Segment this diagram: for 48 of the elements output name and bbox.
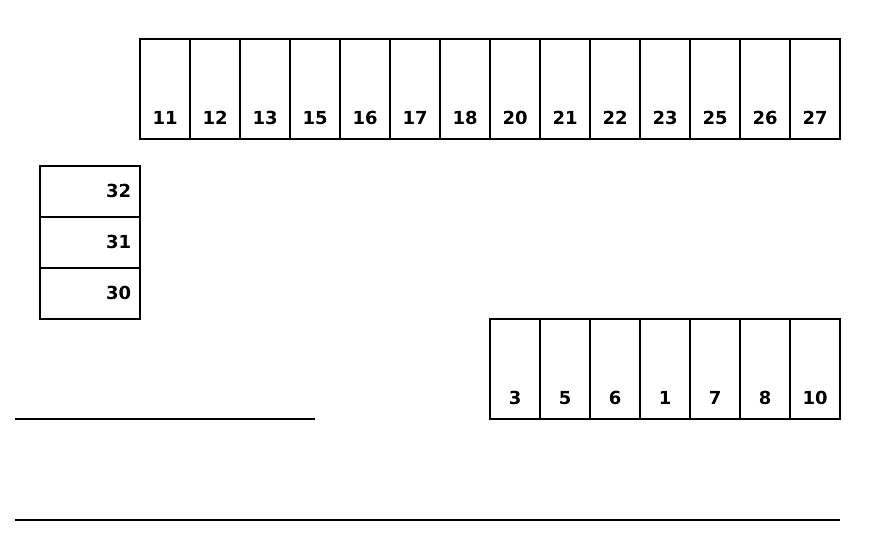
space-number: 23: [652, 110, 678, 128]
parking-space: [789, 318, 841, 420]
parking-space: [39, 165, 141, 218]
space-number: 12: [202, 110, 228, 128]
space-number: 10: [802, 390, 828, 408]
parking-space: [439, 38, 491, 140]
space-number: 21: [552, 110, 578, 128]
parking-space: [489, 318, 541, 420]
parking-space: [589, 38, 641, 140]
space-number: 13: [252, 110, 278, 128]
parking-space: [539, 38, 591, 140]
space-number: 1: [658, 390, 672, 408]
parking-space: [639, 38, 691, 140]
space-number: 25: [702, 110, 728, 128]
parking-space: [689, 318, 741, 420]
space-number: 15: [302, 110, 328, 128]
parking-space: [489, 38, 541, 140]
parking-space: [789, 38, 841, 140]
space-number: 8: [758, 390, 772, 408]
space-number: 32: [106, 182, 131, 200]
space-number: 11: [152, 110, 178, 128]
parking-space: [39, 216, 141, 269]
space-number: 31: [106, 234, 131, 252]
parking-space: [689, 38, 741, 140]
space-number: 30: [106, 284, 131, 302]
parking-space: [639, 318, 691, 420]
parking-space: [139, 38, 191, 140]
parking-space: [589, 318, 641, 420]
space-number: 5: [558, 390, 572, 408]
parking-space: [189, 38, 241, 140]
space-number: 20: [502, 110, 528, 128]
space-number: 17: [402, 110, 428, 128]
parking-space: [739, 38, 791, 140]
parking-space: [289, 38, 341, 140]
space-number: 26: [752, 110, 778, 128]
parking-space: [339, 38, 391, 140]
space-number: 6: [608, 390, 622, 408]
parking-space: [239, 38, 291, 140]
parking-space: [739, 318, 791, 420]
parking-space: [39, 267, 141, 320]
space-number: 7: [708, 390, 722, 408]
space-number: 3: [508, 390, 522, 408]
parking-space: [389, 38, 441, 140]
parking-space: [539, 318, 591, 420]
space-number: 18: [452, 110, 478, 128]
space-number: 27: [802, 110, 828, 128]
space-number: 16: [352, 110, 378, 128]
space-number: 22: [602, 110, 628, 128]
